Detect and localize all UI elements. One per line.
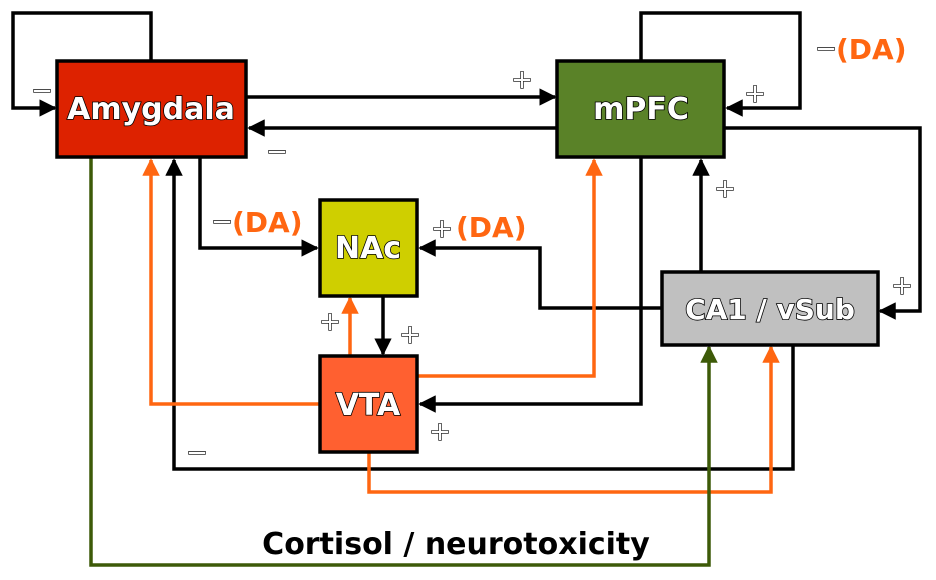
sign-mpfc-self: +	[744, 79, 766, 109]
node-vta-label: VTA	[336, 388, 401, 423]
caption-cortisol-neurotoxicity: Cortisol / neurotoxicity	[262, 527, 650, 562]
sign-vta-to-nac: +	[319, 307, 341, 337]
sign-amygdala-self: −	[31, 76, 53, 106]
sign-ca1-to-amygdala: −	[186, 438, 208, 468]
edge-mpfc-self-loop	[639, 11, 802, 117]
node-vta[interactable]: VTA	[318, 354, 419, 454]
sign-mpfc-to-amygdala: −	[266, 137, 288, 167]
sign-amygdala-to-mpfc: +	[511, 65, 533, 95]
edge-ca1-to-nac	[418, 239, 663, 310]
da-label-amygdala-to-nac: (DA)	[232, 206, 303, 239]
node-mpfc[interactable]: mPFC	[555, 59, 726, 159]
sign-ca1-to-mpfc: +	[714, 174, 736, 204]
edge-amygdala-self-loop	[11, 11, 153, 117]
sign-mpfc-da: −	[815, 34, 837, 64]
node-nac[interactable]: NAc	[318, 198, 419, 298]
sign-amygdala-to-nac: −	[211, 207, 233, 237]
node-mpfc-label: mPFC	[593, 92, 689, 127]
edge-mpfc-to-vta	[418, 157, 643, 413]
edge-vta-to-mpfc-da	[418, 158, 603, 378]
edge-ca1-to-amygdala	[165, 158, 795, 471]
sign-mpfc-to-vta: +	[429, 417, 451, 447]
sign-ca1-to-nac: +	[431, 214, 453, 244]
da-label-mpfc-self: (DA)	[836, 33, 907, 66]
node-amygdala[interactable]: Amygdala	[55, 59, 248, 159]
edge-amygdala-to-ca1-cortisol	[89, 157, 718, 567]
edge-vta-to-amygdala-da	[142, 158, 320, 406]
da-label-ca1-to-nac: (DA)	[456, 211, 527, 244]
sign-mpfc-to-ca1: +	[891, 271, 913, 301]
node-amygdala-label: Amygdala	[67, 92, 235, 127]
node-nac-label: NAc	[335, 231, 401, 266]
edge-vta-to-ca1-da	[367, 345, 780, 494]
edge-amygdala-to-nac	[198, 157, 319, 257]
sign-nac-to-vta: +	[399, 320, 421, 350]
node-ca1-vsub[interactable]: CA1 / vSub	[660, 270, 880, 347]
node-ca1-vsub-label: CA1 / vSub	[685, 293, 855, 326]
edge-mpfc-to-ca1	[724, 126, 922, 320]
